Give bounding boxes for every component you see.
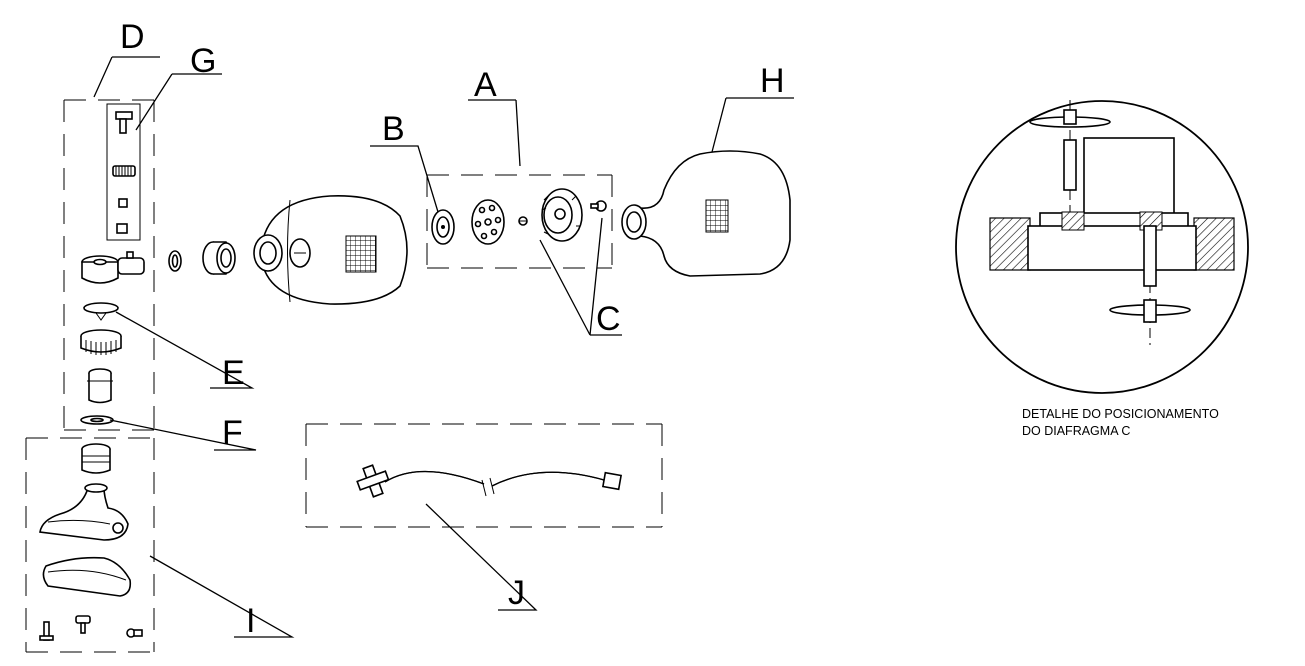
perforated-disc-part	[471, 199, 505, 245]
small-cap-part	[116, 223, 128, 234]
valve-pin-part	[115, 111, 133, 134]
valve-housing-part	[541, 188, 583, 242]
label-a: A	[474, 66, 497, 104]
group-a-box	[426, 174, 613, 269]
label-c: C	[596, 300, 621, 338]
label-i: I	[246, 602, 255, 640]
reservoir-bag-part	[621, 150, 791, 277]
group-i-box	[25, 437, 155, 653]
label-j: J	[508, 574, 525, 612]
ring-connector-part	[202, 241, 236, 275]
label-b: B	[382, 110, 405, 148]
face-mask-part	[39, 483, 129, 541]
valve-body-part	[81, 251, 145, 284]
hook-pin-part	[39, 621, 54, 641]
detail-caption-line1: DETALHE DO POSICIONAMENTO	[1022, 407, 1219, 421]
mask-connector-part	[81, 443, 111, 474]
group-j-box	[305, 423, 663, 528]
membrane-b-part	[431, 209, 455, 245]
label-f: F	[222, 414, 243, 452]
screw-part	[75, 615, 91, 634]
leader-lines	[93, 56, 794, 638]
label-h: H	[760, 62, 785, 100]
diaphragm-c-part	[590, 200, 607, 212]
label-e: E	[222, 354, 245, 392]
detail-view	[955, 100, 1249, 394]
adapter-part	[87, 368, 113, 404]
group-d-box	[63, 99, 155, 431]
label-g: G	[190, 42, 216, 80]
disc-valve-part	[83, 302, 119, 314]
small-spring-part	[118, 198, 128, 208]
small-diaphragm-part	[518, 216, 528, 226]
mask-cushion-part	[42, 556, 132, 597]
detail-caption-line2: DO DIAFRAGMA C	[1022, 424, 1130, 438]
threaded-ring-large-part	[80, 329, 122, 355]
resuscitator-bulb-part	[253, 195, 408, 305]
threaded-ring-small-part	[112, 165, 136, 177]
label-d: D	[120, 18, 145, 56]
oxygen-tube-part	[356, 464, 623, 498]
small-fitting-part	[126, 628, 143, 638]
